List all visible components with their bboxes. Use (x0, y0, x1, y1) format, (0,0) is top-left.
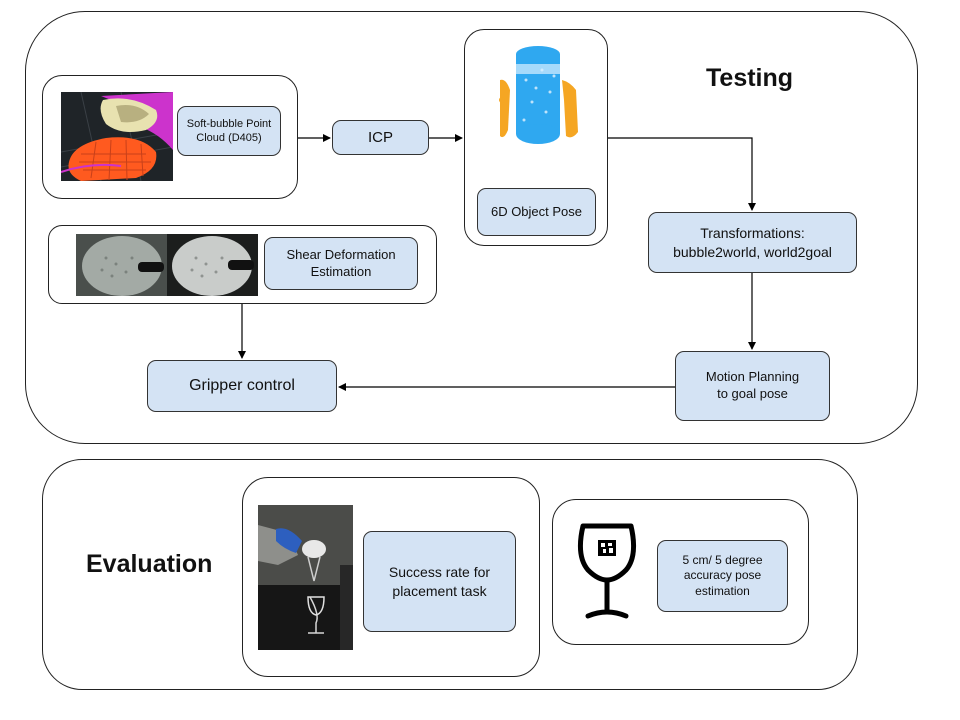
shear-tactile-images (76, 234, 258, 296)
shear-box: Shear Deformation Estimation (264, 237, 418, 290)
arrow-icon (608, 137, 756, 211)
soft-bubble-pointcloud-image (61, 92, 173, 181)
pose-group (464, 29, 608, 246)
success-rate-box: Success rate for placement task (363, 531, 516, 632)
evaluation-panel (42, 459, 858, 690)
accuracy-group (552, 499, 809, 645)
pose-box: 6D Object Pose (477, 188, 596, 236)
icp-box: ICP (332, 120, 429, 155)
motion-planning-box: Motion Planning to goal pose (675, 351, 830, 421)
shear-group (48, 225, 437, 304)
pointcloud-box: Soft-bubble Point Cloud (D405) (177, 106, 281, 156)
robot-placement-photo (258, 505, 353, 650)
pointcloud-group (42, 75, 298, 199)
evaluation-title: Evaluation (86, 550, 213, 578)
success-group (242, 477, 540, 677)
testing-panel (25, 11, 918, 444)
wine-glass-icon (574, 518, 640, 624)
gripper-control-box: Gripper control (147, 360, 337, 412)
testing-title: Testing (706, 64, 794, 92)
object-pose-pointcloud-image (496, 40, 580, 152)
accuracy-box: 5 cm/ 5 degree accuracy pose estimation (657, 540, 788, 612)
transformations-box: Transformations: bubble2world, world2goa… (648, 212, 857, 273)
